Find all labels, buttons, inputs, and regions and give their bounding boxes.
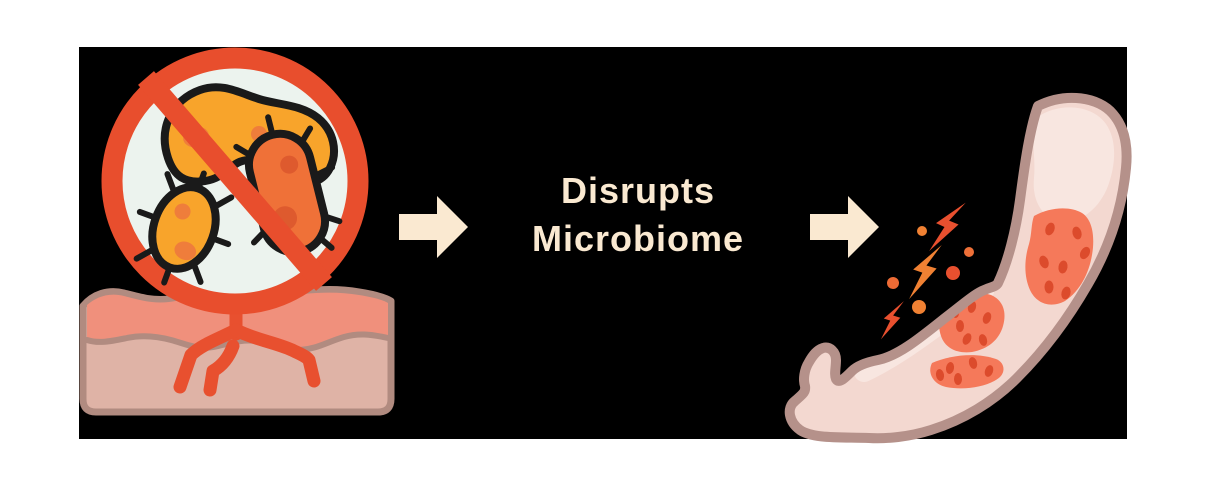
bacterium-oval [133,170,235,286]
rash-dots [935,222,1091,385]
pain-bolts-icon [880,199,974,340]
caption-line-1: Disrupts [560,170,716,211]
prohibition-slash [138,71,332,291]
caption-line-2: Microbiome [531,218,745,259]
no-bacteria-on-skin-icon [79,47,395,416]
arm-shoulder-highlight [1033,107,1115,222]
caption: Disrupts Microbiome [448,167,828,263]
irritated-arm-icon [790,98,1127,438]
